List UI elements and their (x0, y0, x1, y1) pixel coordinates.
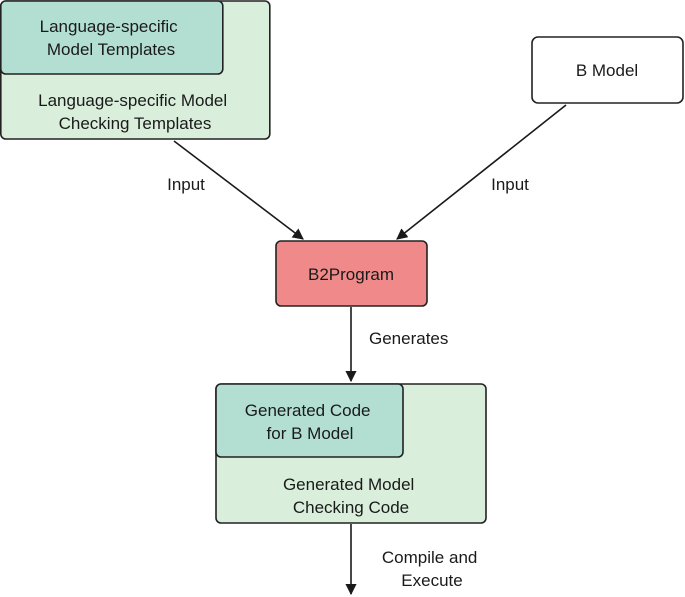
generated-model-checking-code-label-line-2: Checking Code (293, 498, 409, 517)
generated-group: Generated Code for B Model Generated Mod… (215, 383, 487, 524)
input-arrow-right (396, 104, 567, 240)
compile-execute-label-line-1: Compile and (382, 548, 477, 567)
model-templates-label-line-1: Language-specific (40, 17, 178, 36)
generated-code-label-line-1: Generated Code (245, 401, 371, 420)
svg-text:Generated Model Checking: Generated Model Checking Code (283, 475, 419, 517)
templates-group: Language-specific Model Templates Langua… (0, 0, 271, 140)
b2program-box (275, 240, 428, 307)
generated-model-checking-code-label-line-1: Generated Model (283, 475, 414, 494)
input-arrow-left (173, 140, 304, 240)
model-checking-templates-label-line-2: Checking Templates (59, 114, 212, 133)
generated-code-label-line-2: for B Model (267, 424, 354, 443)
svg-text:Input: Input (167, 175, 205, 194)
model-templates-label-line-2: Model Templates (47, 40, 175, 59)
generated-code-box (215, 383, 404, 458)
svg-text:Generates: Generates (369, 329, 448, 348)
svg-text:B Model: B Model (576, 61, 638, 80)
b-model-label: B Model (576, 61, 638, 80)
b2program-label: B2Program (308, 265, 394, 284)
svg-text:Language-specific Model: Language-specific Model Templates (40, 17, 183, 59)
b2program-node: B2Program (275, 240, 428, 307)
model-templates-box (0, 0, 224, 75)
generates-label: Generates (369, 329, 448, 348)
svg-text:B2Program: B2Program (308, 265, 394, 284)
svg-text:Compile and Execute: Compile and Execute (382, 548, 482, 590)
model-checking-templates-label-line-1: Language-specific Model (38, 91, 227, 110)
b-model-box (531, 36, 684, 104)
svg-text:Input: Input (491, 175, 529, 194)
input-left-label: Input (167, 175, 205, 194)
b-model-node: B Model (531, 36, 684, 104)
svg-text:Generated Code for B Mod: Generated Code for B Model (245, 401, 375, 443)
compile-execute-label-line-2: Execute (401, 571, 462, 590)
svg-text:Language-specific Model: Language-specific Model Checking Templat… (38, 91, 232, 133)
input-right-label: Input (491, 175, 529, 194)
